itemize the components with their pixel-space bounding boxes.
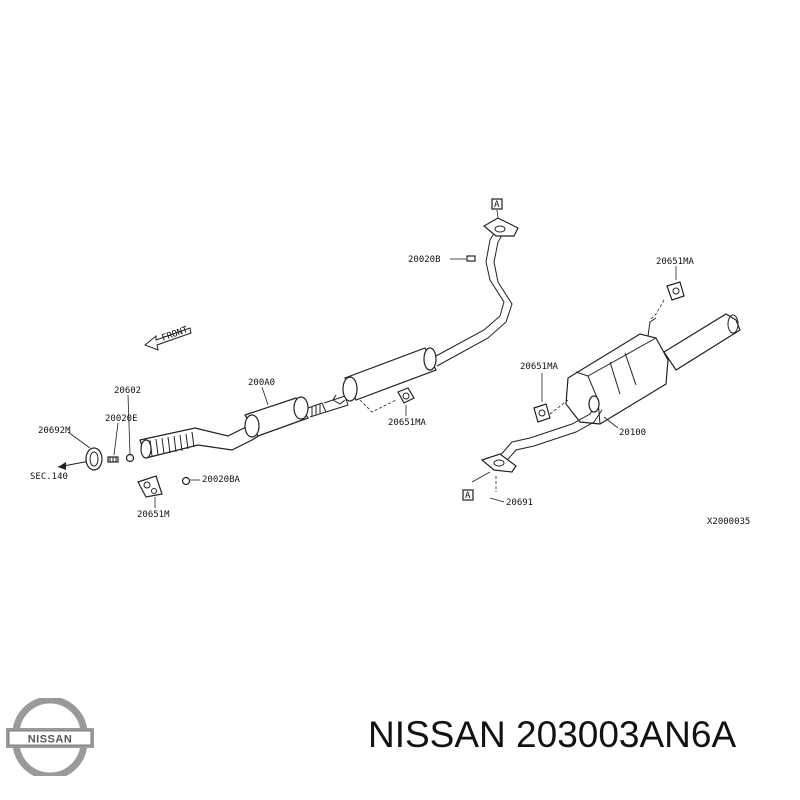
rear-mount-rubber-top-part xyxy=(666,281,685,301)
marker-a-top: A xyxy=(494,200,500,210)
bolt-part xyxy=(466,255,476,262)
center-muffler-part xyxy=(332,229,513,405)
mount-rubber-part xyxy=(397,387,415,404)
part-label-20020ba: 20020BA xyxy=(202,475,241,485)
front-hanger-part xyxy=(137,475,163,498)
nissan-logo-text: NISSAN xyxy=(28,734,73,746)
part-label-20651ma-top: 20651MA xyxy=(656,257,695,267)
part-label-20651m: 20651M xyxy=(137,510,170,520)
part-label-20020e: 20020E xyxy=(105,414,138,424)
part-number-caption: NISSAN 203003AN6A xyxy=(368,714,737,755)
front-pipe-catalyst-part xyxy=(139,395,349,459)
part-label-20692m: 20692M xyxy=(38,426,71,436)
pipe-flange-part xyxy=(482,217,519,237)
marker-a-box-top xyxy=(491,198,503,210)
marker-a-box-bottom xyxy=(462,489,474,501)
part-label-20691: 20691 xyxy=(506,498,533,508)
marker-a-bottom: A xyxy=(465,491,471,501)
part-label-20020b: 20020B xyxy=(408,255,441,265)
nut-part xyxy=(125,453,135,463)
front-label: FRONT xyxy=(161,325,190,344)
rear-mount-rubber-mid-part xyxy=(533,403,551,423)
front-arrow-icon xyxy=(144,327,192,351)
part-label-20602: 20602 xyxy=(114,386,141,396)
part-label-20651ma-mid: 20651MA xyxy=(520,362,559,372)
spring-bolt-part xyxy=(107,456,119,463)
part-label-20100: 20100 xyxy=(619,428,646,438)
sec-label: SEC.140 xyxy=(30,472,68,482)
figure-code: X2000035 xyxy=(707,517,750,527)
nissan-logo: NISSAN xyxy=(6,698,94,776)
rear-inlet-pipe-part xyxy=(480,395,603,473)
bracket-bolt-part xyxy=(181,476,191,486)
part-label-200a0: 200A0 xyxy=(248,378,275,388)
gasket-ring-part xyxy=(85,447,103,471)
sec-arrow-icon xyxy=(57,460,91,470)
part-label-20651ma-center: 20651MA xyxy=(388,418,427,428)
